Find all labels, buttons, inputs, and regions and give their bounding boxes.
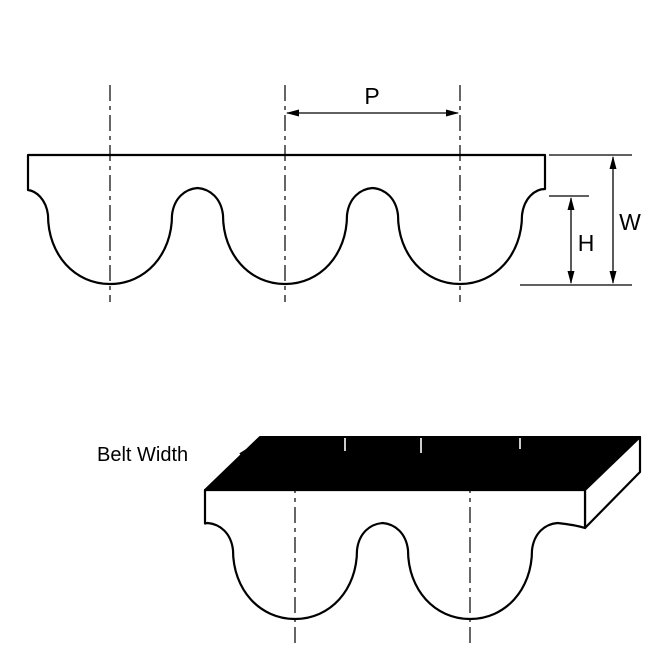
tooth-height-label: H (578, 230, 595, 256)
belt-width-label: Belt Width (97, 444, 188, 466)
isometric-view: Belt Width (97, 435, 642, 648)
pitch-dimension: P (286, 83, 459, 117)
profile-view: P W H (26, 83, 641, 302)
belt-profile (26, 153, 547, 286)
thickness-dimension: W (609, 156, 641, 284)
thickness-label: W (619, 209, 641, 235)
tooth-height-dimension: H (567, 197, 595, 284)
belt-width-annotation: Belt Width (97, 444, 251, 490)
belt-front-profile (203, 488, 587, 621)
pitch-label: P (364, 83, 379, 109)
belt-width-arrow (210, 446, 251, 490)
belt-top-face (204, 436, 641, 491)
